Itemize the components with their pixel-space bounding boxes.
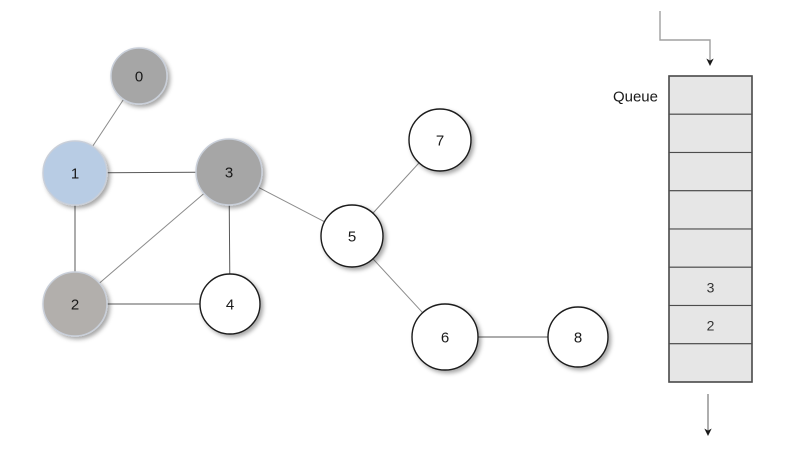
queue-cell-3[interactable] [668,190,753,230]
graph-edge-5-6 [371,257,424,314]
queue-outline [668,75,753,383]
graph-node-0[interactable]: 0 [110,47,168,105]
graph-edge-5-7 [371,161,421,215]
node-circle-2[interactable] [42,271,108,337]
graph-edge-3-4 [228,203,231,276]
node-circle-7[interactable] [408,108,472,172]
queue-cell-1[interactable] [668,113,753,154]
queue-cell-2[interactable] [668,151,753,192]
node-circle-0[interactable] [110,47,168,105]
graph-node-6[interactable]: 6 [411,303,479,371]
graph-edge-3-5 [256,186,326,223]
node-circle-1[interactable] [42,140,108,206]
node-circle-8[interactable] [547,306,609,368]
node-circle-5[interactable] [320,204,384,268]
graph-node-8[interactable]: 8 [547,306,609,368]
graph-edge-0-1 [91,98,125,148]
node-circle-3[interactable] [195,138,263,206]
graph-nodes: 01 2 3 456 7 8 [42,47,609,371]
queue-title: Queue [613,89,658,106]
enqueue-arrow [659,11,714,66]
node-circle-6[interactable] [411,303,479,371]
graph-edge-2-3 [98,192,206,285]
queue-cell-7[interactable] [668,343,753,383]
graph-node-3[interactable]: 3 [195,138,263,206]
queue-cell-6[interactable] [668,304,753,345]
graph-edges [74,98,550,338]
graph-edge-1-3 [105,171,198,174]
node-circle-4[interactable] [199,273,261,335]
graph-node-2[interactable]: 2 [42,271,108,337]
graph-node-4[interactable]: 4 [199,273,261,335]
queue-cell-0[interactable] [668,75,753,115]
queue-cell-4[interactable] [668,228,753,268]
graph-node-1[interactable]: 1 [42,140,108,206]
graph-node-7[interactable]: 7 [408,108,472,172]
graph-node-5[interactable]: 5 [320,204,384,268]
queue-cell-5[interactable] [668,266,753,307]
